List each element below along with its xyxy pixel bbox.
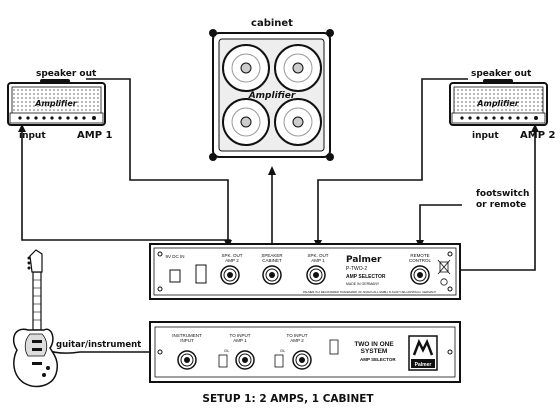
selector-switch bbox=[329, 339, 339, 355]
electric-guitar-icon bbox=[12, 249, 59, 388]
brand-label: Palmer bbox=[346, 255, 382, 265]
b-jack3-label-2: AMP 2 bbox=[290, 338, 304, 343]
amp-selector-unit: 9V DC IN SPK. OUT AMP 2 SPEAKER CABINET … bbox=[149, 243, 461, 300]
amp-1-head: Amplifier bbox=[7, 79, 106, 126]
jack-instrument-input bbox=[177, 350, 197, 370]
amp-2-label: AMP 2 bbox=[520, 130, 556, 141]
model-label: P-TWO-2 bbox=[346, 266, 367, 272]
ground-lift-switch-2 bbox=[274, 354, 284, 368]
ce-mark-icon bbox=[440, 278, 448, 286]
cable-remote bbox=[419, 204, 462, 244]
amp-2-logo: Amplifier bbox=[476, 99, 519, 108]
dc-jack bbox=[169, 269, 181, 283]
jack1-label-2: AMP 2 bbox=[225, 258, 239, 263]
made-label: MADE IN GERMANY bbox=[346, 282, 380, 286]
amp-2-input-label: input bbox=[472, 131, 499, 141]
amp-1-speaker-out-label: speaker out bbox=[36, 69, 97, 79]
b-jack3-label-1: TO INPUT bbox=[287, 333, 308, 338]
power-switch bbox=[195, 264, 207, 284]
b-jack2-label-2: AMP 1 bbox=[233, 338, 247, 343]
jack4-label-1: REMOTE bbox=[410, 253, 429, 258]
amp-1-logo: Amplifier bbox=[34, 99, 77, 108]
ground-lift-label-1: GL bbox=[224, 348, 230, 353]
jack2-label-1: SPEAKER bbox=[261, 253, 283, 258]
jack4-label-2: CONTROL bbox=[409, 258, 431, 263]
cable-amp2-speaker bbox=[86, 78, 229, 244]
jack2-label-2: CABINET bbox=[262, 258, 282, 263]
jack-spk-out-amp1 bbox=[306, 265, 326, 285]
jack-spk-out-amp2 bbox=[220, 265, 240, 285]
cabinet-logo: Amplifier bbox=[248, 91, 296, 101]
footswitch-label-1: footswitch bbox=[476, 189, 529, 199]
jack3-label-2: AMP 1 bbox=[311, 258, 325, 263]
speaker-cone bbox=[274, 98, 322, 146]
jack-speaker-cabinet bbox=[262, 265, 282, 285]
diagram-caption: SETUP 1: 2 AMPS, 1 CABINET bbox=[202, 393, 374, 405]
palmer-logo-text: Palmer bbox=[415, 362, 432, 368]
unit-title-2: SYSTEM bbox=[361, 348, 388, 355]
cable-guitar bbox=[45, 349, 165, 354]
amp-1-input-label: input bbox=[19, 131, 46, 141]
footswitch-label-2: or remote bbox=[476, 200, 526, 210]
amp-2-speaker-out-label: speaker out bbox=[471, 69, 532, 79]
b-jack1-label-2: INPUT bbox=[180, 338, 194, 343]
fine-print: PALMER IS A REGISTERED TRADEMARK OF ADAM… bbox=[303, 290, 437, 294]
amp-1-label: AMP 1 bbox=[77, 130, 113, 141]
speaker-cone bbox=[222, 98, 270, 146]
product-label: AMP SELECTOR bbox=[346, 274, 386, 280]
palmer-logo: Palmer bbox=[408, 335, 438, 371]
ground-lift-switch-1 bbox=[218, 354, 228, 368]
speaker-cone bbox=[222, 44, 270, 92]
cabinet-label: cabinet bbox=[251, 18, 293, 29]
ground-lift-label-2: GL bbox=[280, 348, 286, 353]
amp-2-head: Amplifier bbox=[449, 79, 548, 126]
weee-bin-icon bbox=[437, 259, 451, 275]
cable-amp1-speaker bbox=[317, 78, 468, 244]
jack-remote-control bbox=[410, 265, 430, 285]
dc-in-label: 9V DC IN bbox=[165, 254, 184, 259]
unit-subtitle: AMP SELECTOR bbox=[360, 357, 396, 362]
speaker-cone bbox=[274, 44, 322, 92]
unit-title-1: TWO IN ONE bbox=[354, 341, 394, 348]
jack-to-input-amp1 bbox=[235, 350, 255, 370]
b-jack1-label-1: INSTRUMENT bbox=[172, 333, 202, 338]
jack1-label-1: SPK. OUT bbox=[221, 253, 242, 258]
jack3-label-1: SPK. OUT bbox=[307, 253, 328, 258]
speaker-cabinet: Amplifier bbox=[209, 29, 334, 161]
jack-to-input-amp2 bbox=[292, 350, 312, 370]
two-in-one-unit: INSTRUMENT INPUT TO INPUT AMP 1 GL TO IN… bbox=[149, 321, 461, 383]
b-jack2-label-1: TO INPUT bbox=[230, 333, 251, 338]
guitar-label: guitar/instrument bbox=[56, 340, 141, 350]
